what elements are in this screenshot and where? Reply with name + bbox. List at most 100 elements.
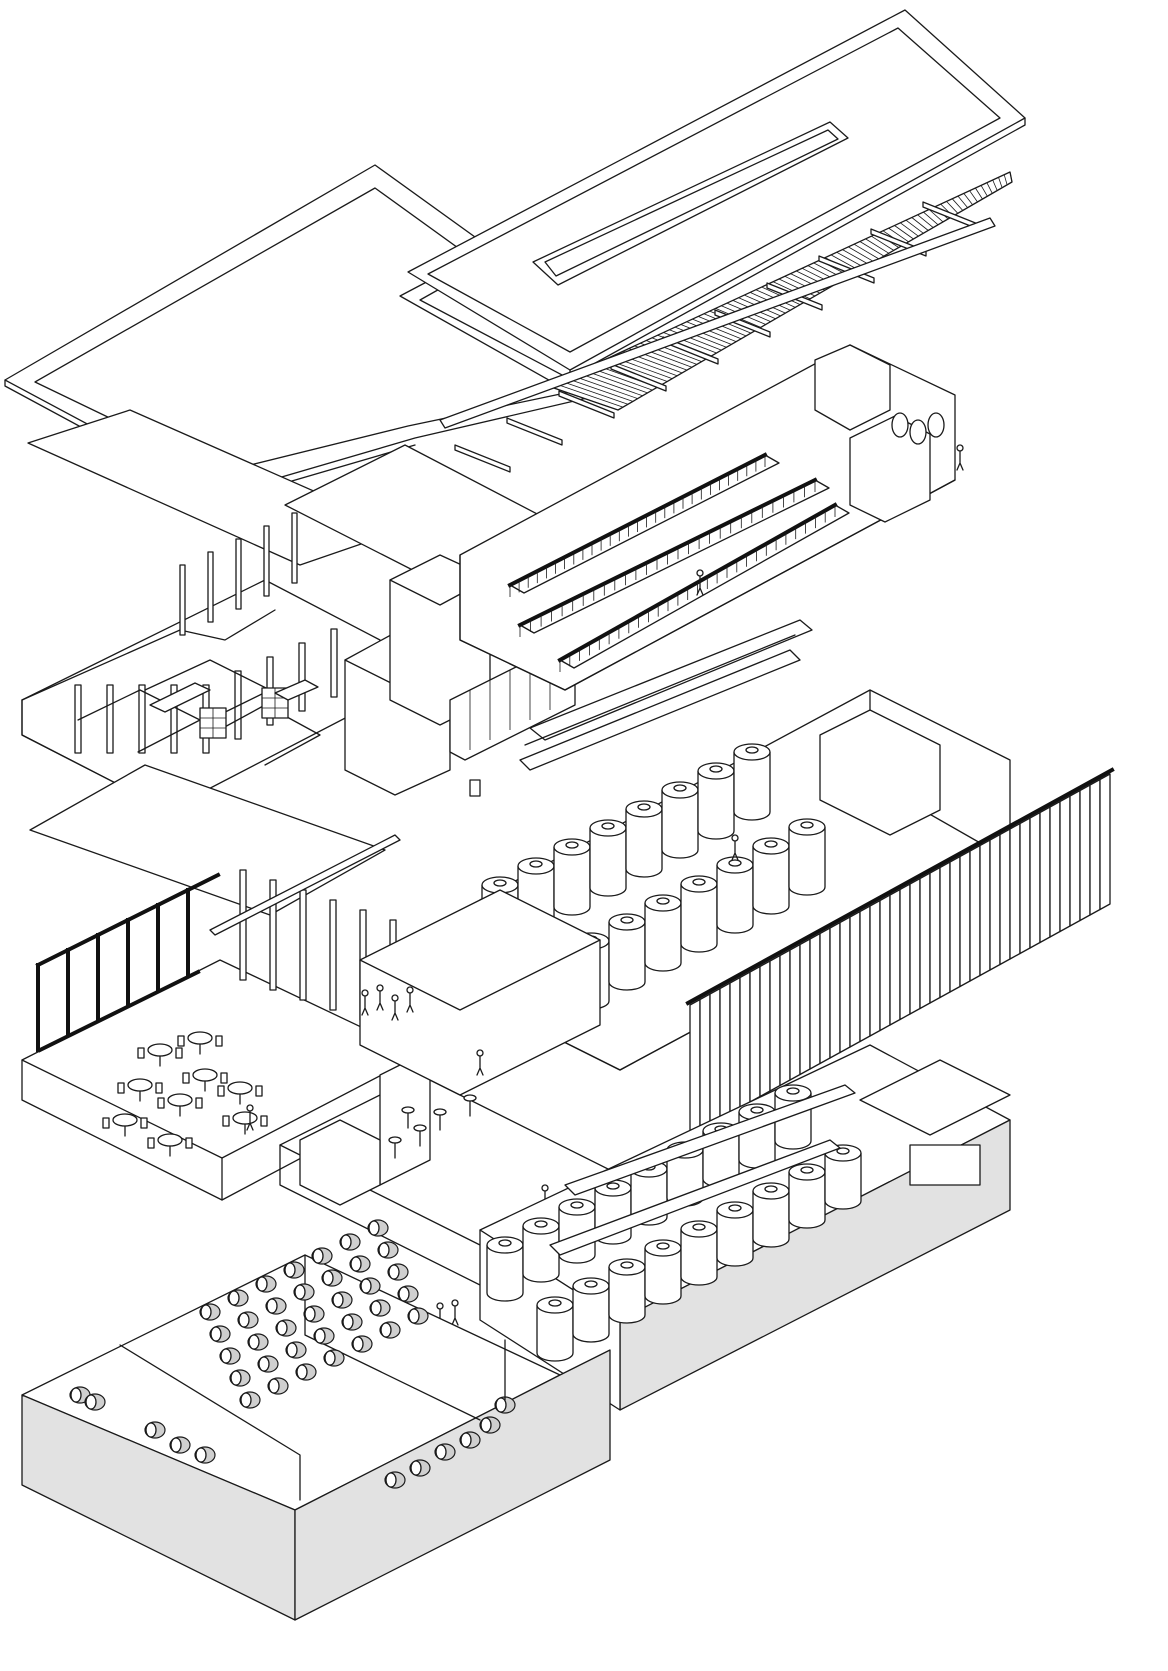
barrel-head (360, 1278, 372, 1294)
barrel (891, 412, 909, 438)
facade-panel (729, 976, 741, 1114)
tank-body (608, 922, 646, 991)
figure-head (476, 1049, 484, 1057)
reception-desk (299, 1119, 381, 1206)
figure-body (361, 995, 369, 1016)
visitor-center-block (359, 889, 601, 1096)
barrel-head (370, 1300, 382, 1316)
facade-panel (829, 921, 841, 1059)
barrel-head (378, 1242, 390, 1258)
tank-hatch (584, 1280, 598, 1288)
facade-panel (719, 982, 731, 1120)
office-partition-rear (21, 609, 276, 701)
table-top (187, 1031, 213, 1045)
facade-panel (839, 916, 851, 1054)
tank-body (752, 1191, 790, 1248)
barrel-head (70, 1387, 82, 1403)
chair (175, 1047, 183, 1059)
tank-hatch (620, 916, 634, 924)
chair (177, 1035, 185, 1047)
facade-panel (869, 899, 881, 1037)
table-top (112, 1113, 138, 1127)
barrel-head (314, 1328, 326, 1344)
production-floor-layer (479, 689, 1115, 1136)
tank-body (486, 1245, 524, 1302)
tank-hatch (673, 784, 687, 792)
ramp-rail (524, 634, 796, 746)
tank-body (824, 1153, 862, 1210)
facade-panel (1049, 800, 1061, 938)
tank-hatch (692, 1223, 706, 1231)
tank-body (644, 903, 682, 972)
chair (217, 1085, 225, 1097)
frame-beam (155, 887, 191, 908)
tank-body (661, 790, 699, 859)
facade-panel (949, 855, 961, 993)
facade-panel (749, 965, 761, 1103)
facade-panel (939, 861, 951, 999)
ramp-lower (519, 649, 801, 771)
barrel-head (385, 1472, 397, 1488)
chair (140, 1117, 148, 1129)
folding-facade-panels (685, 767, 1115, 1136)
barrel (927, 412, 945, 438)
barrel-head (322, 1270, 334, 1286)
upper-floor-layer (21, 344, 956, 916)
tank-hatch (750, 1106, 764, 1114)
chair (157, 1097, 165, 1109)
frame-beam (35, 947, 71, 968)
barrel-head (145, 1422, 157, 1438)
table-top (167, 1093, 193, 1107)
tank-body (522, 1226, 560, 1283)
gallery-barrels (891, 412, 945, 445)
barrel-head (258, 1356, 270, 1372)
barrel-cellar-partition-a (119, 1344, 301, 1501)
figure-body (376, 990, 384, 1011)
chair (147, 1137, 155, 1149)
catwalk-balusters (519, 480, 816, 637)
barrel-head (398, 1286, 410, 1302)
facade-panel (819, 927, 831, 1065)
barrel-head (340, 1234, 352, 1250)
ramp-upper (529, 619, 813, 741)
cellar-ramp-b (549, 1139, 841, 1256)
tank-body (680, 884, 718, 953)
tank-body (788, 827, 826, 896)
chair (102, 1117, 110, 1129)
figure-body (246, 1110, 254, 1131)
barrel-head (268, 1378, 280, 1394)
barrel-head (238, 1312, 250, 1328)
barrel-head (495, 1397, 507, 1413)
roof-beam (454, 444, 511, 473)
column (239, 869, 247, 981)
barrel-head (304, 1306, 316, 1322)
meeting-table (149, 682, 211, 713)
tank-hatch (656, 897, 670, 905)
tank-hatch (637, 803, 651, 811)
barrel-head (435, 1444, 447, 1460)
tank-body (536, 1305, 574, 1362)
stool-seat (401, 1106, 415, 1114)
figure-body (406, 992, 414, 1013)
office-mullion (170, 684, 178, 754)
barrel-head (332, 1292, 344, 1308)
office-mullion (138, 684, 146, 754)
tank-hatch (692, 878, 706, 886)
chair (137, 1047, 145, 1059)
tank-body (553, 847, 591, 916)
tank-hatch (836, 1147, 850, 1155)
barrel-head (294, 1284, 306, 1300)
facade-panel (759, 960, 771, 1098)
tank-body (589, 828, 627, 897)
tank-body (644, 1248, 682, 1305)
chair (220, 1072, 228, 1084)
barrel-head (408, 1308, 420, 1324)
barrel-head (200, 1304, 212, 1320)
tank-hatch (745, 746, 759, 754)
chair (185, 1137, 193, 1149)
facade-panel (889, 888, 901, 1026)
chair (255, 1085, 263, 1097)
stool-seat (433, 1108, 447, 1116)
tank-hatch (548, 1299, 562, 1307)
barrel-head (248, 1334, 260, 1350)
